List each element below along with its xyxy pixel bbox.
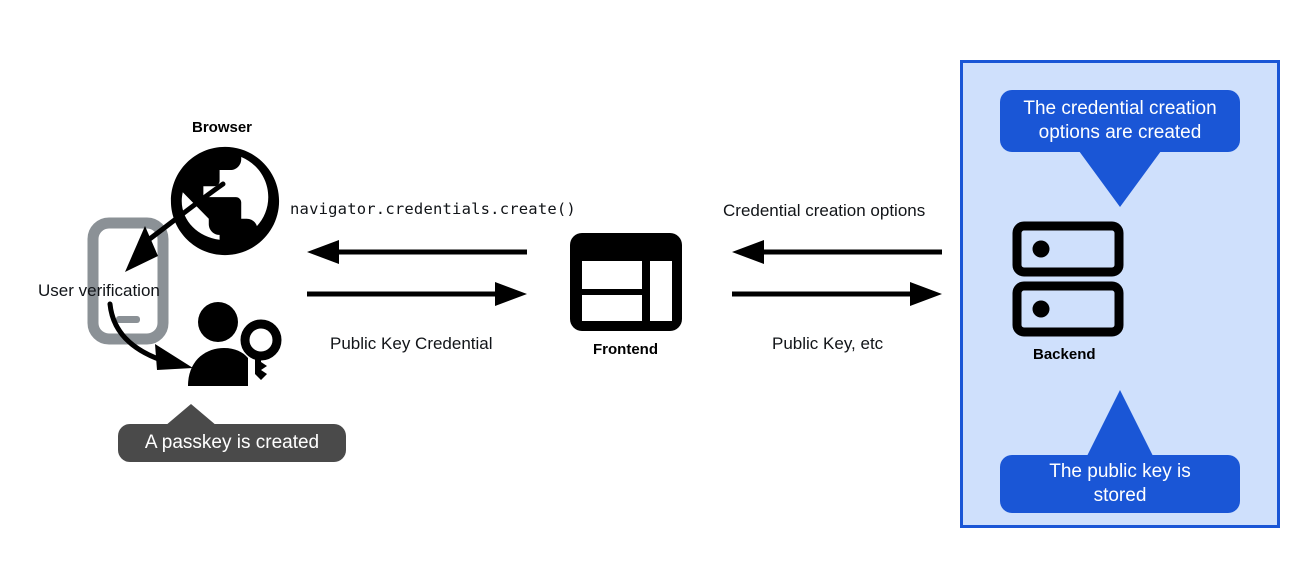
callout-credential-options-created: The credential creation options are crea… [1000,90,1240,152]
callout-line-1: The public key is [1049,460,1191,482]
callout-pointer-up-dark-icon [165,404,217,426]
callout-line-2: stored [1093,485,1147,506]
arrow-label-public-key-etc: Public Key, etc [772,334,884,353]
arrow-globe-to-phone-icon [95,172,235,292]
user-verification-label: User verification [38,281,160,300]
callout-text: A passkey is created [144,431,320,453]
arrow-label-credential-creation-options: Credential creation options [723,201,926,220]
arrow-right-bottom-right-icon [730,280,945,308]
person-with-key-icon [185,302,289,388]
backend-label: Backend [1033,346,1096,363]
arrow-label-public-key-credential: Public Key Credential [330,334,493,353]
callout-line-2: options are created [1038,122,1202,143]
globe-icon [166,142,284,260]
callout-pointer-down-icon [1079,151,1161,207]
frontend-label: Frontend [593,341,658,358]
arrow-label-navigator-create: navigator.credentials.create() [290,200,576,218]
arrow-right-bottom-icon [305,280,530,308]
arrow-left-top-icon [305,238,530,266]
browser-label: Browser [192,119,253,136]
window-layout-icon [568,231,684,333]
server-stack-icon [1012,221,1124,337]
arrow-left-top-right-icon [730,238,945,266]
callout-pointer-up-icon [1087,390,1153,456]
callout-line-1: The credential creation [1023,97,1217,119]
callout-passkey-created: A passkey is created [118,424,346,462]
callout-public-key-stored: The public key is stored [1000,455,1240,513]
arrow-phone-to-user-icon [105,300,215,380]
